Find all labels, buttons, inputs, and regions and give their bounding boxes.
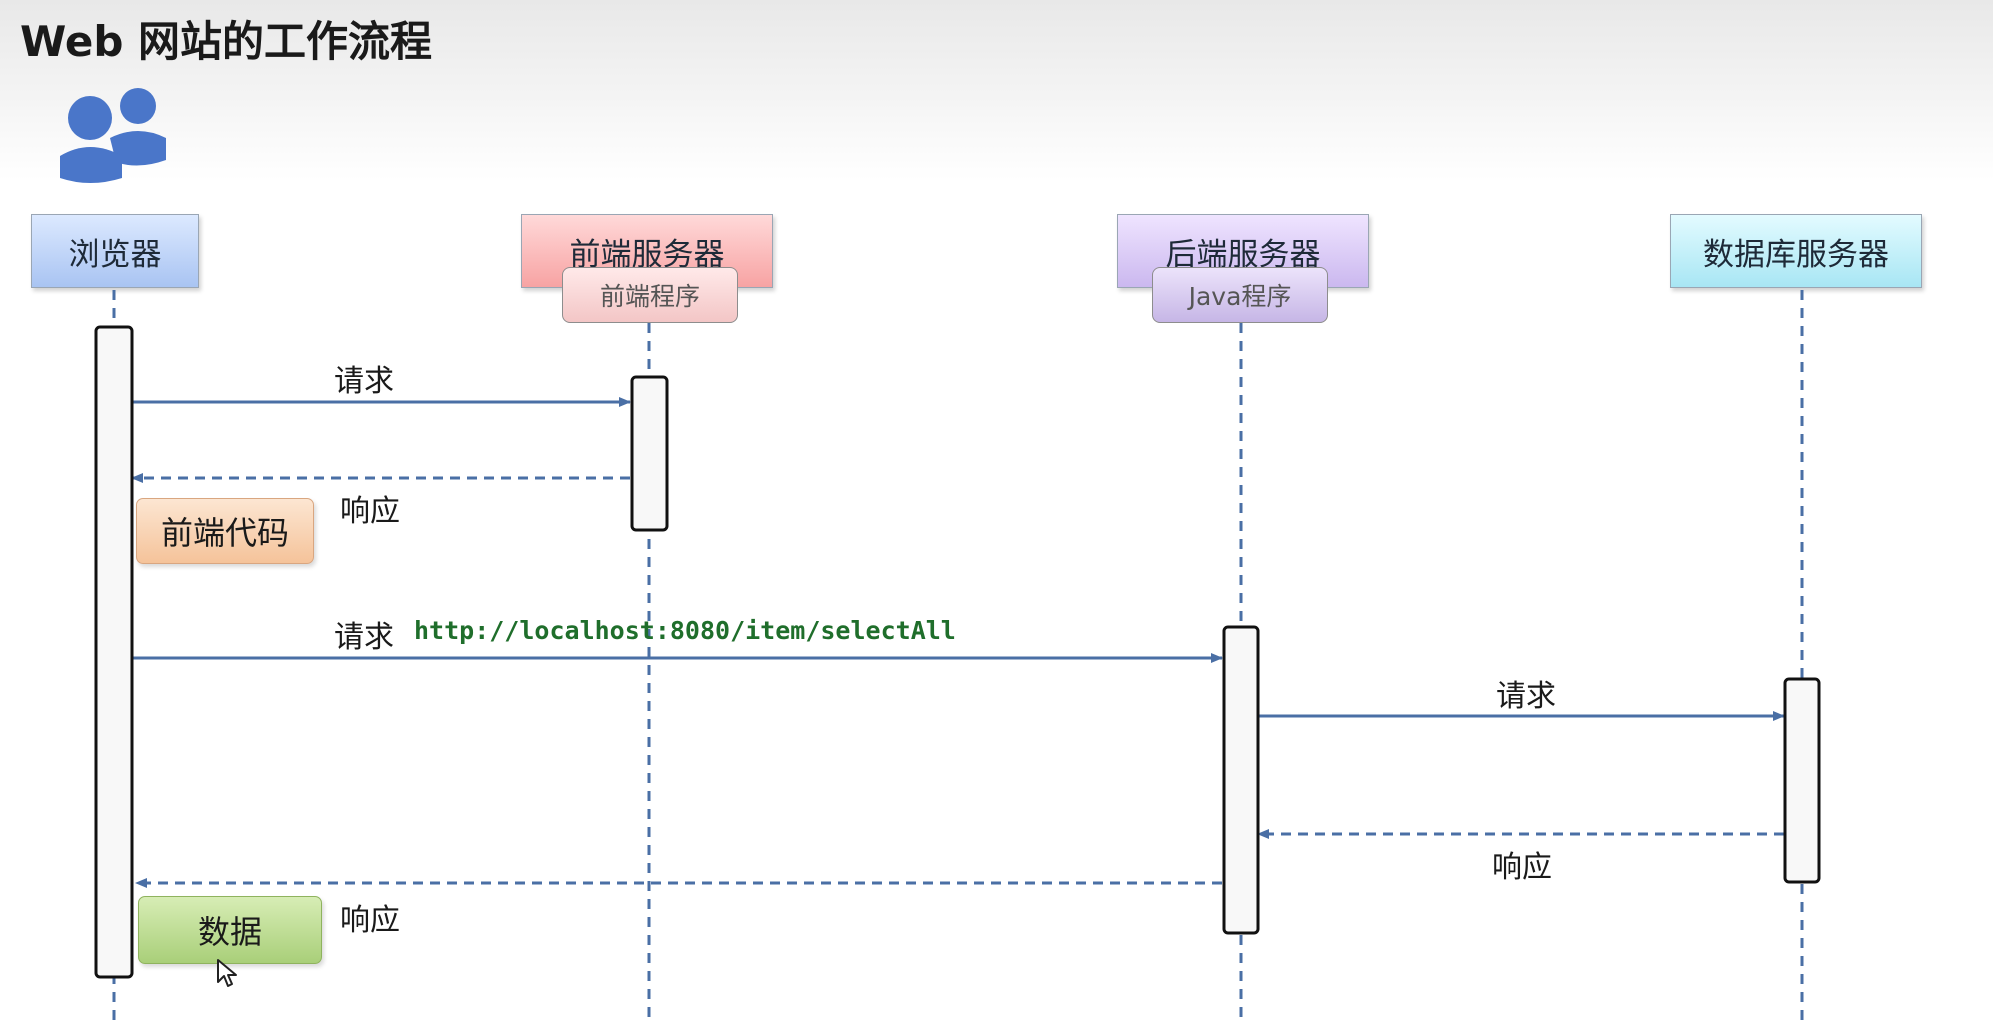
java-program-label: Java程序 <box>1188 282 1292 311</box>
participant-browser: 浏览器 <box>31 214 199 288</box>
participant-browser-label: 浏览器 <box>68 236 162 273</box>
participant-db-server: 数据库服务器 <box>1670 214 1922 288</box>
message-response-label: 响应 <box>340 903 400 938</box>
front-program-box: 前端程序 <box>562 267 738 323</box>
participant-db-server-label: 数据库服务器 <box>1703 236 1889 273</box>
message-response-label: 响应 <box>340 494 400 529</box>
message-request-label: 请求 <box>334 620 394 655</box>
message-response-label: 响应 <box>1492 850 1552 885</box>
note-front-code: 前端代码 <box>136 498 314 564</box>
activation-db-server <box>1783 677 1821 884</box>
java-program-box: Java程序 <box>1152 267 1328 323</box>
note-data-label: 数据 <box>197 913 262 951</box>
message-request-label: 请求 <box>334 364 394 399</box>
activation-browser <box>94 325 134 979</box>
activation-front-server <box>630 375 669 532</box>
note-front-code-label: 前端代码 <box>160 514 289 552</box>
mouse-cursor-icon <box>217 959 237 987</box>
front-program-label: 前端程序 <box>599 282 700 311</box>
activation-back-server <box>1222 625 1260 935</box>
message-request-label: 请求 <box>1496 679 1556 714</box>
request-url: http://localhost:8080/item/selectAll <box>414 616 956 645</box>
users-icon <box>60 88 166 183</box>
page-title: Web 网站的工作流程 <box>20 17 433 66</box>
note-data: 数据 <box>138 896 322 964</box>
